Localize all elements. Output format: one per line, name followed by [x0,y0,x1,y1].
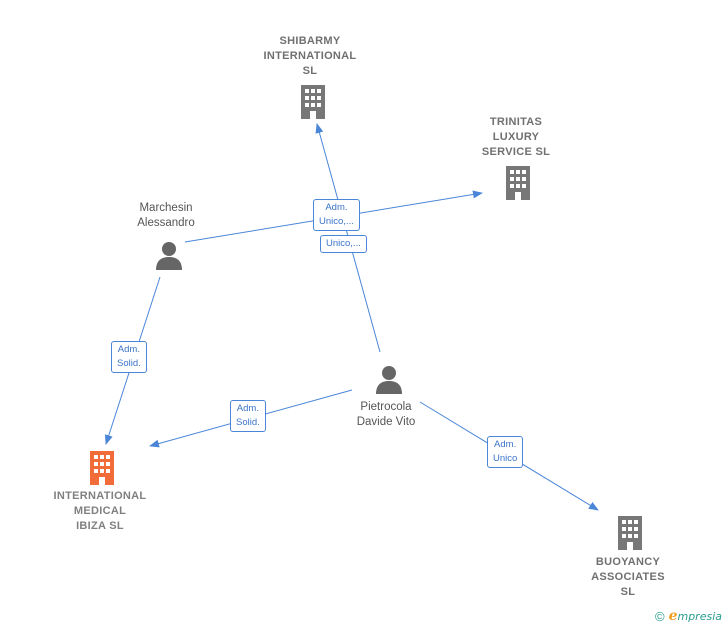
node-trinitas-label[interactable]: TRINITAS LUXURY SERVICE SL [481,116,551,158]
copyright-icon: © [654,608,665,624]
edge-label-adm-solid-marchesin[interactable]: Adm. Solid. [111,341,147,373]
footer-brand: © e mpresia [655,608,722,624]
node-pietrocola-label[interactable]: Pietrocola Davide Vito [356,401,416,428]
building-icon [506,166,530,200]
edge-label-adm-solid-pietrocola[interactable]: Adm. Solid. [230,400,266,432]
edge-label-unico[interactable]: Unico,... [320,235,367,253]
building-icon [618,516,642,550]
node-buoyancy-label[interactable]: BUOYANCY ASSOCIATES SL [591,556,665,598]
edge-label-adm-unico-buoyancy[interactable]: Adm. Unico [487,436,524,468]
person-icon [376,366,402,394]
person-icon [156,242,182,270]
node-shibarmy-label[interactable]: SHIBARMY INTERNATIONAL SL [263,35,357,77]
building-icon [301,85,325,119]
brand-logo-e: e [668,608,678,624]
building-icon-highlight [90,451,114,485]
brand-logo-text: mpresia [677,609,722,623]
edge-label-adm-unico[interactable]: Adm. Unico,... [313,199,360,231]
node-marchesin-label[interactable]: Marchesin Alessandro [137,202,195,229]
node-international-label[interactable]: INTERNATIONAL MEDICAL IBIZA SL [53,490,147,532]
